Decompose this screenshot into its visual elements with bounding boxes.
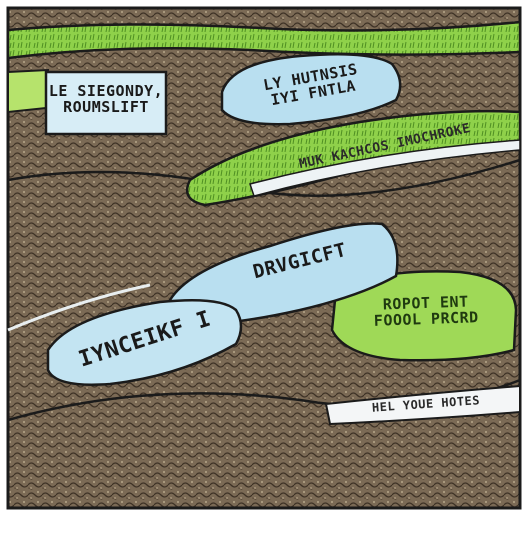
sign-board xyxy=(46,72,166,134)
left-grass-tuft xyxy=(8,70,48,112)
